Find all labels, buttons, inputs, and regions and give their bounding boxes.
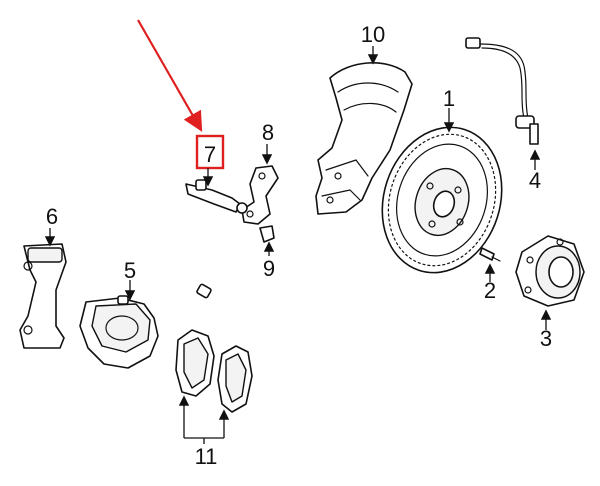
hose-clip[interactable] [259, 225, 275, 243]
rotor-screw[interactable] [479, 247, 501, 262]
splash-shield[interactable] [315, 62, 413, 215]
highlight-arrow [137, 19, 203, 132]
abs-sensor[interactable] [465, 37, 539, 145]
callout-8[interactable]: 8 [262, 120, 274, 145]
callout-4[interactable]: 4 [529, 168, 541, 193]
wheel-hub[interactable] [515, 235, 585, 307]
callout-11[interactable]: 11 [195, 444, 218, 469]
brake-caliper[interactable] [79, 295, 159, 369]
highlight-box[interactable] [195, 134, 225, 170]
hose-bracket[interactable] [241, 165, 279, 225]
callout-6[interactable]: 6 [46, 204, 58, 229]
brake-pads[interactable] [175, 329, 253, 413]
caliper-bracket[interactable] [19, 243, 67, 349]
callout-10[interactable]: 10 [361, 22, 385, 47]
callout-2[interactable]: 2 [484, 278, 496, 303]
brake-hose[interactable] [179, 179, 248, 299]
callout-7[interactable]: 7 [204, 142, 216, 167]
callout-1[interactable]: 1 [443, 86, 455, 111]
callout-3[interactable]: 3 [540, 326, 552, 351]
callout-5[interactable]: 5 [124, 258, 136, 283]
callout-9[interactable]: 9 [263, 256, 275, 281]
brake-rotor[interactable] [364, 112, 520, 289]
